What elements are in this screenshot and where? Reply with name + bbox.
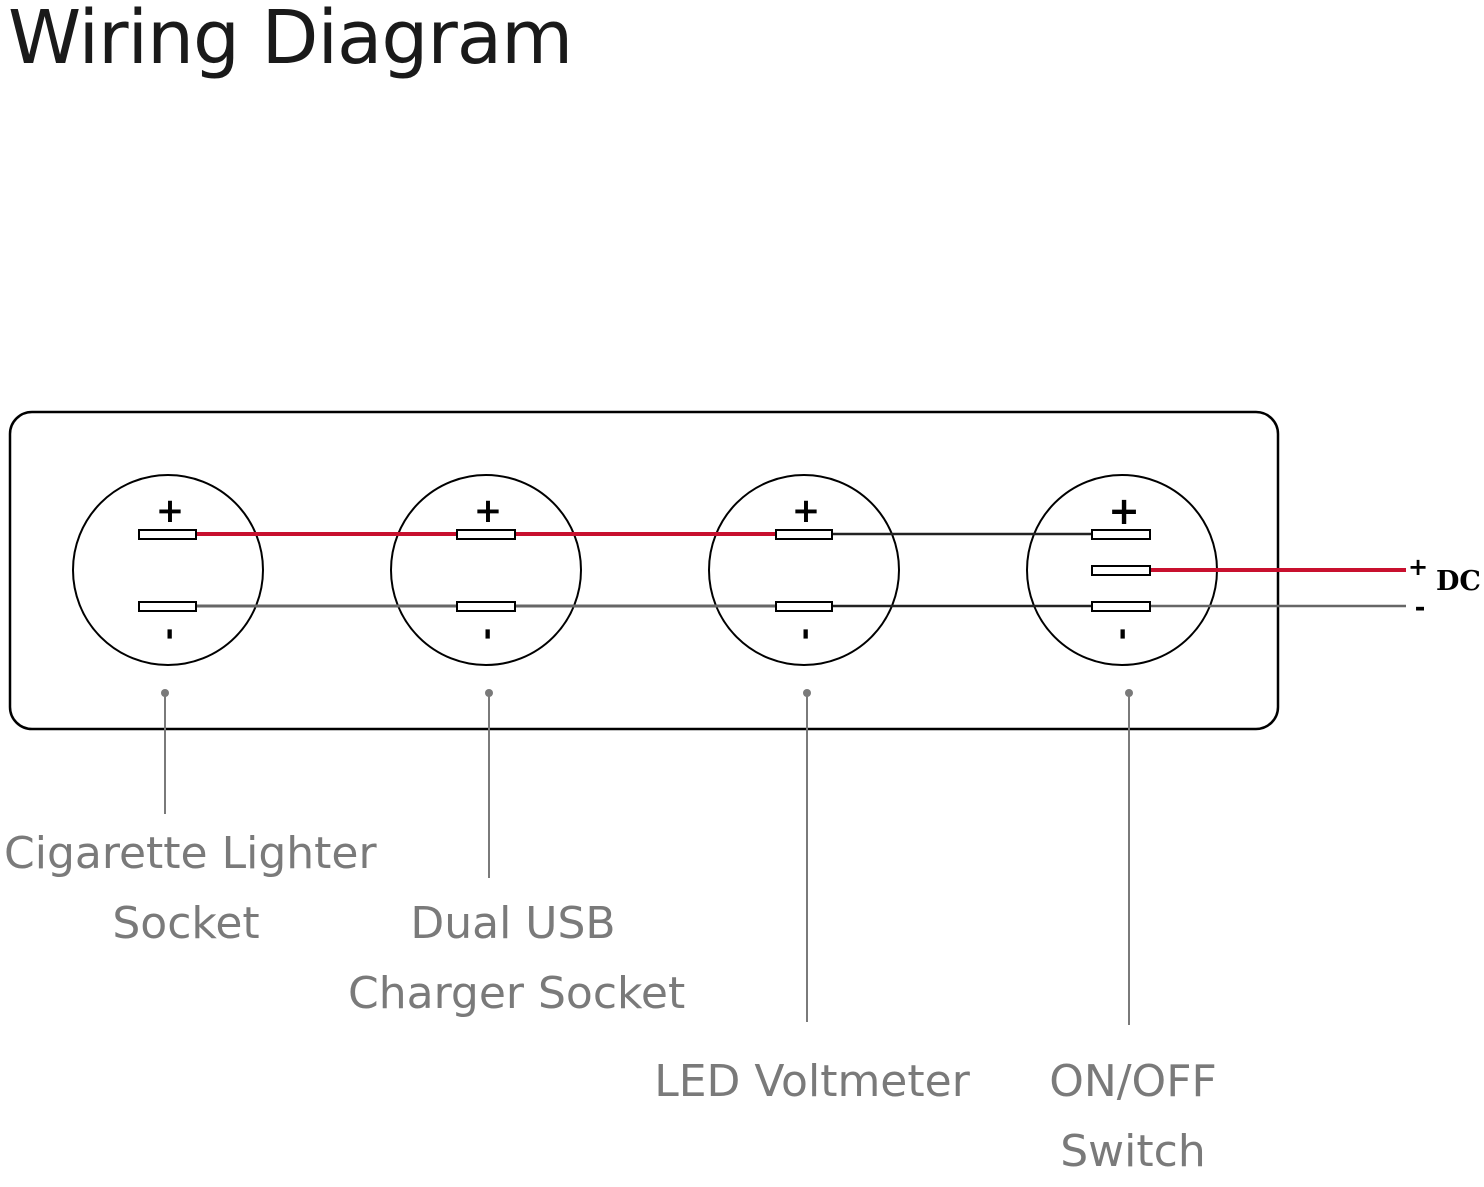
terminal-voltmeter-positive	[775, 529, 833, 540]
terminal-switch-bottom	[1091, 601, 1151, 612]
terminal-lighter-positive	[138, 529, 197, 540]
label-on-off-switch: ON/OFF Switch	[1030, 1047, 1236, 1187]
usb-plus-symbol: +	[474, 491, 503, 531]
led-voltmeter-body	[708, 474, 900, 666]
label-line: Dual USB	[410, 898, 616, 949]
supply-dc-label: DC	[1436, 566, 1481, 597]
label-line: ON/OFF	[1049, 1056, 1217, 1107]
label-line: Cigarette Lighter	[4, 828, 377, 879]
dual-usb-charger-socket-body	[390, 474, 582, 666]
voltmeter-minus-symbol: -	[789, 628, 824, 640]
label-dual-usb-charger-socket: Dual USB Charger Socket	[348, 889, 686, 1029]
supply-plus-symbol: +	[1408, 553, 1428, 581]
terminal-voltmeter-negative	[775, 601, 833, 612]
switch-plus-symbol: +	[1108, 489, 1140, 533]
lighter-plus-symbol: +	[156, 491, 185, 531]
switch-panel	[8, 410, 1280, 731]
terminal-switch-middle	[1091, 565, 1151, 576]
label-line: LED Voltmeter	[654, 1056, 970, 1107]
terminal-usb-positive	[456, 529, 516, 540]
supply-minus-symbol: -	[1415, 593, 1426, 623]
terminal-usb-negative	[456, 601, 516, 612]
voltmeter-plus-symbol: +	[792, 491, 821, 531]
lighter-minus-symbol: -	[153, 628, 188, 640]
terminal-lighter-negative	[138, 601, 197, 612]
label-line: Switch	[1060, 1126, 1206, 1177]
label-cigarette-lighter-socket: Cigarette Lighter Socket	[4, 819, 377, 959]
usb-minus-symbol: -	[471, 628, 506, 640]
terminal-switch-top	[1091, 529, 1151, 540]
cigarette-lighter-socket-body	[72, 474, 264, 666]
label-line: Charger Socket	[348, 968, 686, 1019]
label-line: Socket	[112, 898, 260, 949]
page-title: Wiring Diagram	[8, 0, 573, 81]
label-led-voltmeter: LED Voltmeter	[652, 1047, 972, 1117]
switch-minus-symbol: -	[1106, 628, 1141, 640]
